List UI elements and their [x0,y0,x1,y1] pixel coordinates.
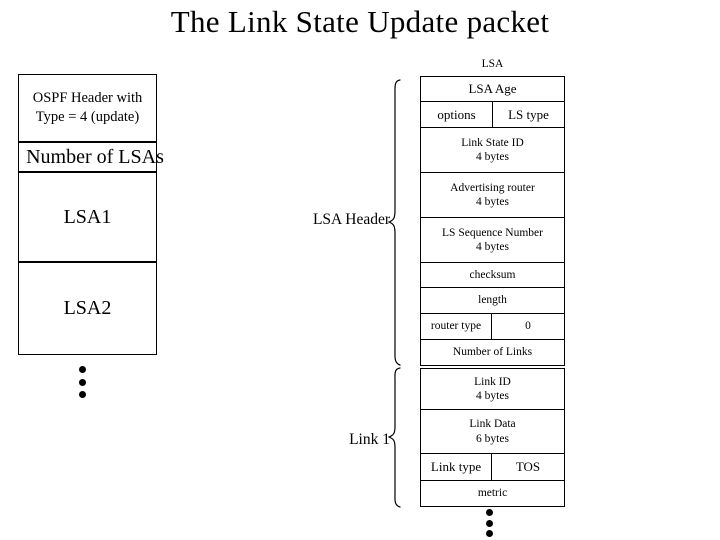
page-title: The Link State Update packet [170,4,550,39]
lsa-row-checksum: checksum [420,262,565,288]
lsa-row-ls-sequence-number: LS Sequence Number 4 bytes [420,217,565,263]
lsa-row-ls-type-label: LS type [508,106,549,122]
link-1-brace-icon [388,367,401,508]
lsa-row-link-data: Link Data 6 bytes [420,409,565,454]
left-cell-number-of-lsas-label: Number of LSAs [26,146,164,168]
lsa-row-number-of-links: Number of Links [420,339,565,366]
left-cell-lsa2-label: LSA2 [63,297,112,319]
lsa-row-length-label: length [478,294,507,307]
left-cell-lsa2: LSA2 [18,262,157,355]
lsa-row-link-state-id: Link State ID 4 bytes [420,127,565,173]
lsa-row-metric: metric [420,480,565,507]
ellipsis-dot [486,530,493,537]
left-packet-vertical-ellipsis [79,366,86,398]
lsa-row-lsa-age-label: LSA Age [468,81,517,97]
lsa-row-router-type-reserved: 0 [491,313,565,340]
lsa-row-link-state-id-label: Link State ID 4 bytes [461,136,524,163]
left-cell-lsa1-label: LSA1 [63,205,112,228]
lsa-row-link-data-label: Link Data 6 bytes [469,418,516,445]
left-cell-ospf-header-label: OSPF Header with Type = 4 (update) [32,90,143,125]
lsa-header-brace-icon [388,79,401,366]
lsa-row-tos: TOS [491,453,565,481]
ellipsis-dot [79,378,86,386]
lsa-row-number-of-links-label: Number of Links [452,346,533,359]
lsa-caption-label: LSA [481,58,504,70]
left-cell-lsa1: LSA1 [18,172,157,262]
link-1-connector-label: Link 1 [349,431,390,448]
lsa-row-metric-label: metric [477,487,508,500]
lsa-header-connector-label: LSA Header [312,211,390,228]
lsa-row-ls-type: LS type [492,101,565,128]
lsa-row-checksum-label: checksum [469,268,516,281]
lsa-row-advertising-router: Advertising router 4 bytes [420,172,565,218]
lsa-row-router-type: router type [420,313,492,340]
ellipsis-dot [486,509,493,516]
lsa-row-router-type-label: router type [430,320,482,333]
lsa-row-link-id: Link ID 4 bytes [420,368,565,410]
lsa-row-options-label: options [437,106,476,122]
lsa-row-link-id-label: Link ID 4 bytes [474,375,511,402]
lsa-row-lsa-age: LSA Age [420,76,565,102]
lsa-packet-vertical-ellipsis [486,509,493,537]
lsa-row-options: options [420,101,493,128]
lsa-row-link-type-label: Link type [430,459,482,475]
lsa-row-advertising-router-label: Advertising router 4 bytes [450,181,535,208]
lsa-row-length: length [420,287,565,314]
lsa-row-tos-label: TOS [515,459,541,475]
lsa-row-link-type: Link type [420,453,492,481]
ellipsis-dot [79,391,86,398]
left-cell-number-of-lsas [18,142,157,172]
ellipsis-dot [486,519,493,527]
ellipsis-dot [79,366,86,373]
left-cell-ospf-header: OSPF Header with Type = 4 (update) [18,74,157,142]
lsa-row-router-type-reserved-label: 0 [525,320,531,333]
lsa-row-ls-sequence-number-label: LS Sequence Number 4 bytes [442,226,543,253]
